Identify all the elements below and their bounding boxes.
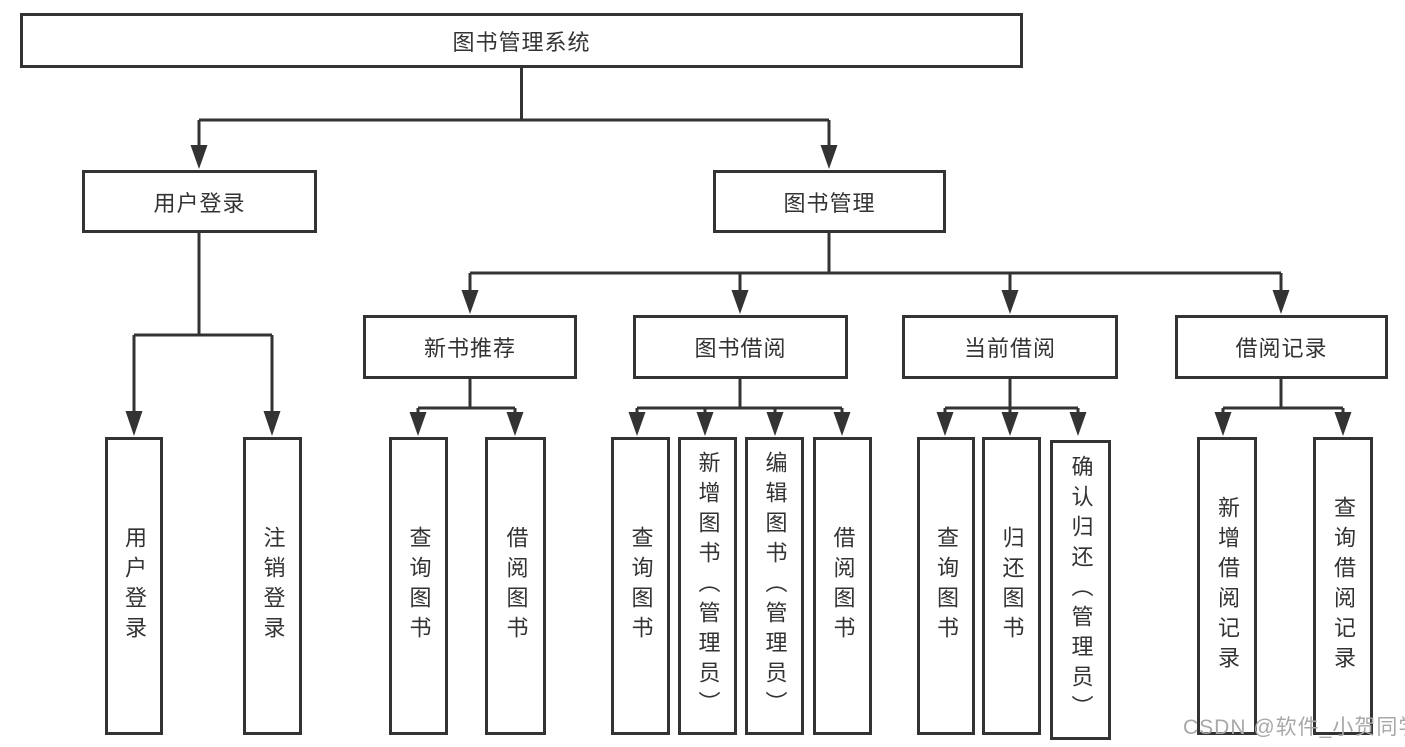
leaf-add-borrow-record-label: 新增借阅记录 (1215, 496, 1240, 676)
connector-new-book-rec-children (409, 379, 524, 436)
node-book-mgmt: 图书管理 (713, 170, 946, 233)
node-current-borrow: 当前借阅 (902, 315, 1118, 379)
csdn-watermark: CSDN @软件_小贺同学 (1183, 716, 1405, 739)
leaf-query-book-2: 查询图书 (611, 437, 670, 735)
connector-borrow-records-children (1214, 379, 1352, 436)
leaf-user-login-label: 用户登录 (122, 526, 147, 646)
node-current-borrow-label: 当前借阅 (963, 336, 1056, 361)
leaf-return-book-label: 归还图书 (999, 526, 1025, 646)
leaf-logout-label: 注销登录 (260, 526, 286, 646)
leaf-borrow-book-2: 借阅图书 (813, 437, 872, 735)
node-new-book-rec-label: 新书推荐 (423, 336, 516, 361)
leaf-query-book-2-label: 查询图书 (628, 526, 654, 646)
connector-book-borrow-children (628, 379, 851, 436)
leaf-add-book-label: 新增图书（管理员） (695, 451, 721, 721)
node-book-borrow-label: 图书借阅 (694, 336, 787, 361)
node-root-label: 图书管理系统 (452, 29, 591, 55)
connector-current-borrow-children (936, 379, 1087, 436)
node-borrow-records: 借阅记录 (1175, 315, 1388, 379)
leaf-add-book: 新增图书（管理员） (678, 437, 737, 735)
leaf-return-book: 归还图书 (982, 437, 1041, 735)
leaf-query-borrow-record-label: 查询借阅记录 (1331, 496, 1356, 676)
leaf-confirm-return: 确认归还（管理员） (1050, 440, 1111, 740)
node-book-borrow: 图书借阅 (633, 315, 848, 379)
leaf-borrow-book-2-label: 借阅图书 (830, 526, 856, 646)
leaf-edit-book-label: 编辑图书（管理员） (762, 451, 788, 721)
connector-book-mgmt-children (461, 233, 1290, 314)
leaf-user-login: 用户登录 (105, 437, 163, 735)
leaf-borrow-book-1: 借阅图书 (485, 437, 546, 735)
leaf-query-borrow-record: 查询借阅记录 (1313, 437, 1373, 735)
leaf-edit-book: 编辑图书（管理员） (745, 437, 804, 735)
node-borrow-records-label: 借阅记录 (1235, 336, 1328, 361)
leaf-confirm-return-label: 确认归还（管理员） (1068, 455, 1094, 725)
leaf-query-book-3: 查询图书 (917, 437, 975, 735)
leaf-borrow-book-1-label: 借阅图书 (503, 526, 529, 646)
node-user-login-label: 用户登录 (153, 190, 246, 216)
node-user-login: 用户登录 (82, 170, 317, 233)
node-root: 图书管理系统 (20, 13, 1023, 68)
leaf-logout: 注销登录 (243, 437, 302, 735)
leaf-query-book-1: 查询图书 (389, 437, 448, 735)
connector-user-login-children (125, 233, 281, 436)
connector-root-to-level2 (190, 68, 838, 169)
leaf-query-book-1-label: 查询图书 (406, 526, 432, 646)
leaf-add-borrow-record: 新增借阅记录 (1197, 437, 1257, 735)
leaf-query-book-3-label: 查询图书 (934, 526, 959, 646)
node-book-mgmt-label: 图书管理 (783, 190, 876, 216)
node-new-book-rec: 新书推荐 (363, 315, 577, 379)
